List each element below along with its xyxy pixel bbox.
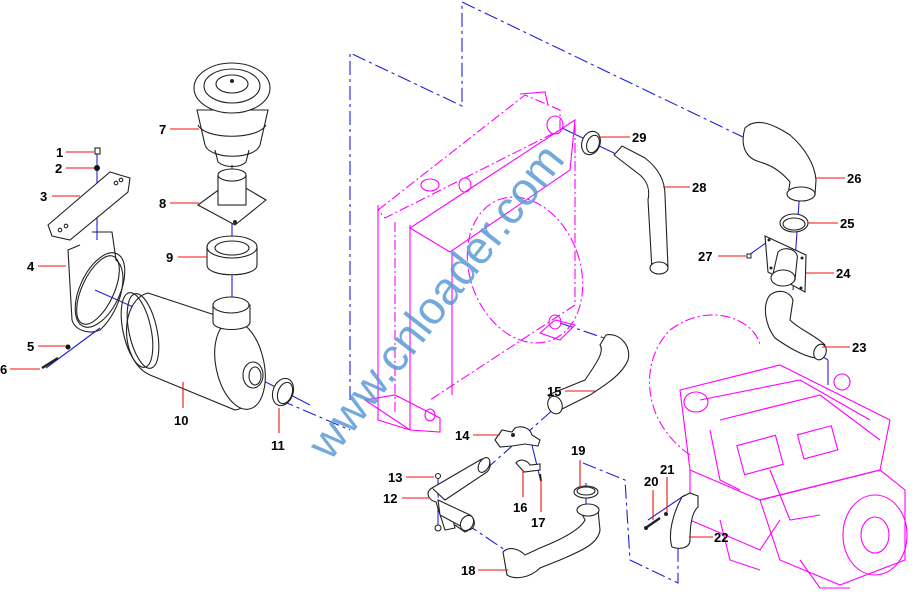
callout-26: 26 [847,171,861,186]
axis-line-15 [559,322,611,341]
part-20-bolt [644,516,661,530]
part-16-clamp [515,459,541,473]
callout-23: 23 [852,340,866,355]
part-9-rubber-sleeve [206,235,258,276]
callout-16: 16 [513,500,527,515]
callout-21: 21 [660,462,674,477]
radiator-fitting [458,177,472,193]
radiator-lower-outlet [548,314,562,330]
radiator-cap [420,178,440,192]
axis-line-5-6 [45,327,101,369]
part-22-elbow [669,492,699,549]
part-29-hose-clamp [581,130,601,156]
part-13-bolt [434,472,442,480]
part-18-hose [502,503,601,579]
callout-15: 15 [547,384,561,399]
callout-12: 12 [383,491,397,506]
callout-3: 3 [40,189,47,204]
part-6-bolt [41,356,59,370]
part-27-bolt [746,253,752,259]
axis-line-12-15 [484,407,556,471]
callout-7: 7 [159,122,166,137]
callout-8: 8 [159,196,166,211]
part-5-nut [65,344,71,350]
callout-9: 9 [166,250,173,265]
part-12-intake-pipe [427,457,491,533]
callout-11: 11 [271,438,285,453]
part-19-hose-clamp [573,485,599,499]
part-26-hose [742,121,817,202]
part-3-bracket-plate [47,171,131,241]
callout-18: 18 [461,563,475,578]
callout-13: 13 [388,470,402,485]
part-10-air-filter [120,292,266,411]
route-line-clamp-radiator [279,399,351,431]
part-28-hose [613,145,669,275]
part-25-hose-clamp [779,213,809,233]
callout-24: 24 [836,266,851,281]
part-7-precleaner [193,62,271,168]
callout-28: 28 [692,180,706,195]
callout-17: 17 [531,515,545,530]
callout-22: 22 [714,530,728,545]
callout-2: 2 [55,161,62,176]
part-17-bolt [539,473,542,482]
part-14-clamp [494,426,541,448]
part-11-hose-clamp [271,377,295,407]
part-21-washer [664,512,668,516]
watermark: www.cnloader.com [296,134,574,469]
callouts: 1 2 3 4 5 6 7 8 9 10 11 12 13 14 15 16 1 [0,122,866,578]
flywheel [842,494,908,576]
callout-29: 29 [632,130,646,145]
part-4-filter-mounting-band [67,231,126,333]
route-line-lower [582,462,679,584]
callout-6: 6 [0,362,7,377]
callout-27: 27 [698,249,712,264]
callout-20: 20 [644,474,658,489]
callout-4: 4 [27,259,35,274]
callout-19: 19 [571,443,585,458]
part-2-washer [94,165,100,171]
part-24-flange-elbow [764,235,807,293]
callout-14: 14 [455,428,470,443]
engine [649,314,908,589]
callout-5: 5 [27,339,34,354]
part-15-hose [547,334,630,415]
callout-10: 10 [174,413,188,428]
route-line-upper [349,1,746,400]
part-1-bolt [94,147,101,155]
radiator [363,91,584,433]
radiator-upper-outlet [546,115,564,135]
part-8-flange-adapter [196,168,267,226]
part-23-hose [764,290,827,361]
callout-25: 25 [840,216,854,231]
callout-1: 1 [56,145,63,160]
